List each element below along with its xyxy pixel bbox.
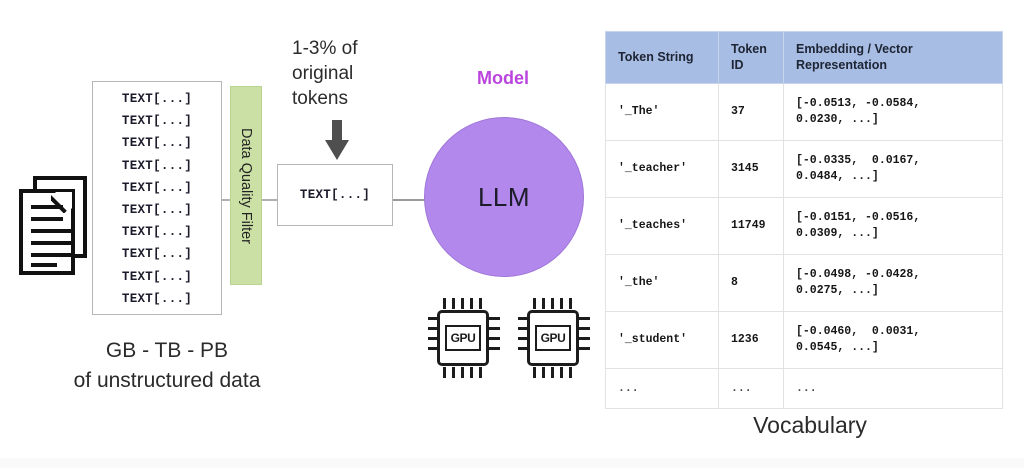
- corpus-caption-line-1: GB - TB - PB: [105, 339, 229, 362]
- down-arrow-icon: [325, 120, 349, 160]
- arrow-shaft: [332, 120, 342, 142]
- cell-embedding: [-0.0513, -0.0584, 0.0230, ...]: [783, 83, 1003, 141]
- gpu-chip-body: GPU: [437, 310, 489, 366]
- table-row: ... ... ...: [605, 368, 1003, 409]
- arrow-shaft: [393, 199, 443, 201]
- corpus-caption: GB - TB - PB of unstructured data: [22, 336, 312, 396]
- cell-token-string: '_teacher': [605, 140, 719, 198]
- arrow-head: [325, 140, 349, 160]
- filtered-text-box: TEXT[...]: [277, 164, 393, 226]
- cell-token-string: ...: [605, 368, 719, 409]
- llm-circle-label: LLM: [477, 181, 531, 212]
- table-row: '_The' 37 [-0.0513, -0.0584, 0.0230, ...…: [605, 83, 1003, 141]
- vocabulary-caption: Vocabulary: [753, 412, 867, 438]
- corpus-text-line: TEXT[...]: [121, 180, 193, 195]
- gpu-chip-label: GPU: [450, 331, 476, 345]
- corpus-text-line: TEXT[...]: [121, 247, 193, 262]
- cell-embedding: ...: [783, 368, 1003, 409]
- cell-token-id: 3145: [718, 140, 784, 198]
- cell-token-id: 11749: [718, 197, 784, 255]
- cell-token-id: 8: [718, 254, 784, 312]
- page-fold-edge: [51, 191, 73, 213]
- corpus-text-line: TEXT[...]: [121, 203, 193, 217]
- cell-token-string: '_the': [605, 254, 719, 312]
- tokens-percentage-note: 1-3% of original tokens: [292, 38, 358, 109]
- gpu-chip-label: GPU: [540, 331, 566, 345]
- document-text-line: [31, 229, 71, 233]
- gpu-chip-icon: GPU: [518, 296, 590, 380]
- document-text-line: [31, 263, 57, 267]
- table-row: '_student' 1236 [-0.0460, 0.0031, 0.0545…: [605, 311, 1003, 369]
- gpu-chip-core: GPU: [535, 325, 571, 351]
- cell-embedding: [-0.0498, -0.0428, 0.0275, ...]: [783, 254, 1003, 312]
- document-text-line: [31, 241, 71, 245]
- document-text-line: [31, 253, 71, 257]
- corpus-caption-line-2: of unstructured data: [73, 369, 261, 392]
- connector-corpus-to-filter: [222, 199, 231, 201]
- corpus-text-line: TEXT[...]: [121, 136, 193, 151]
- table-header-row: Token String Token ID Embedding / Vector…: [605, 31, 1003, 84]
- cell-embedding: [-0.0460, 0.0031, 0.0545, ...]: [783, 311, 1003, 369]
- corpus-text-line: TEXT[...]: [121, 269, 193, 284]
- corpus-text-line: TEXT[...]: [121, 291, 193, 306]
- corpus-text-line: TEXT[...]: [121, 158, 193, 173]
- bottom-strip: [0, 458, 1024, 468]
- data-quality-filter: Data Quality Filter: [230, 86, 262, 285]
- filtered-text-line: TEXT[...]: [299, 188, 371, 202]
- cell-token-string: '_teaches': [605, 197, 719, 255]
- document-text-line: [31, 205, 63, 209]
- gpu-row: GPU GPU: [428, 296, 590, 380]
- document-sheet-front: [19, 189, 75, 275]
- corpus-text-line: TEXT[...]: [121, 114, 193, 129]
- cell-token-id: ...: [718, 368, 784, 409]
- cell-token-id: 1236: [718, 311, 784, 369]
- cell-token-string: '_student': [605, 311, 719, 369]
- llm-circle: LLM: [424, 117, 584, 277]
- text-corpus-box: TEXT[...] TEXT[...] TEXT[...] TEXT[...] …: [92, 81, 222, 315]
- cell-embedding: [-0.0151, -0.0516, 0.0309, ...]: [783, 197, 1003, 255]
- model-label: Model: [477, 68, 529, 88]
- data-quality-filter-label: Data Quality Filter: [238, 127, 254, 244]
- column-header-embedding: Embedding / Vector Representation: [783, 31, 1003, 84]
- table-row: '_teaches' 11749 [-0.0151, -0.0516, 0.03…: [605, 197, 1003, 255]
- column-header-token-id: Token ID: [718, 31, 784, 84]
- table-row: '_the' 8 [-0.0498, -0.0428, 0.0275, ...]: [605, 254, 1003, 312]
- corpus-text-line: TEXT[...]: [121, 91, 193, 106]
- gpu-chip-icon: GPU: [428, 296, 500, 380]
- document-text-line: [31, 217, 63, 221]
- connector-filter-to-filtered-box: [262, 199, 278, 201]
- vocabulary-table: Token String Token ID Embedding / Vector…: [605, 31, 1003, 409]
- gpu-chip-core: GPU: [445, 325, 481, 351]
- table-row: '_teacher' 3145 [-0.0335, 0.0167, 0.0484…: [605, 140, 1003, 198]
- column-header-token-string: Token String: [605, 31, 719, 84]
- corpus-text-line: TEXT[...]: [121, 225, 193, 240]
- gpu-chip-body: GPU: [527, 310, 579, 366]
- cell-token-string: '_The': [605, 83, 719, 141]
- cell-token-id: 37: [718, 83, 784, 141]
- documents-icon: [17, 176, 93, 286]
- cell-embedding: [-0.0335, 0.0167, 0.0484, ...]: [783, 140, 1003, 198]
